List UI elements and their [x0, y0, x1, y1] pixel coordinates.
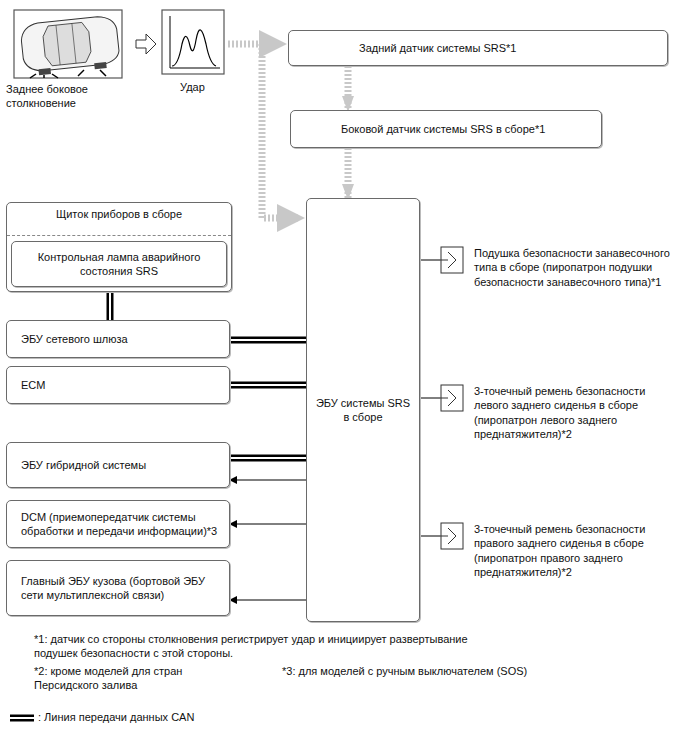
can-line-inner [109, 292, 111, 320]
squib-symbol [440, 384, 466, 412]
component-label: ЭБУ гибридной системы [21, 458, 221, 472]
component-label: Главный ЭБУ кузова (бортовой ЭБУ сети му… [21, 574, 221, 603]
signal-line [230, 524, 306, 525]
component-label: Щиток приборов в сборе [15, 207, 223, 221]
signal-line [420, 398, 440, 399]
connector-path [230, 480, 306, 481]
can-line-outer [230, 382, 306, 389]
connector-path [420, 260, 440, 261]
impact-signal-line [228, 44, 298, 218]
component-box: Боковой датчик системы SRS в сборе*1 [290, 110, 602, 148]
component-label: Задний датчик системы SRS*1 [359, 41, 659, 55]
can-bus-line [230, 340, 306, 341]
connector-path [230, 524, 306, 525]
signal-line [230, 480, 306, 481]
component-box: Щиток приборов в сбореКонтрольная лампа … [6, 202, 232, 292]
footnote: *1: датчик со стороны столкновения регис… [34, 632, 504, 661]
connector-path [420, 536, 440, 537]
component-box: ЭБУ системы SRS в сборе [306, 198, 420, 622]
component-label: ECM [21, 378, 221, 392]
component-box: ECM [6, 366, 230, 404]
can-line-outer [230, 455, 306, 462]
can-bus-line [110, 292, 111, 320]
dashed-separator [7, 235, 231, 236]
flow-arrow [136, 34, 156, 54]
component-label: DCM (приемопередатчик системы обработки … [21, 510, 221, 539]
squib-symbol [440, 522, 466, 550]
signal-line [230, 600, 306, 601]
can-line-outer [107, 292, 114, 320]
connector-path [345, 66, 352, 110]
component-box: Главный ЭБУ кузова (бортовой ЭБУ сети му… [6, 560, 230, 616]
squib-symbol [440, 246, 466, 274]
component-label: ЭБУ сетевого шлюза [21, 332, 221, 346]
can-line-inner [230, 457, 306, 459]
component-box: Задний датчик системы SRS*1 [288, 30, 668, 66]
illustration-caption: Заднее боковое столкновение [6, 82, 130, 111]
illustration-caption: Удар [180, 80, 240, 94]
impact-graph [162, 10, 224, 74]
component-box: Контрольная лампа аварийного состояния S… [11, 241, 227, 287]
can-bus-line [230, 458, 306, 459]
component-label: ЭБУ системы SRS в сборе [315, 396, 411, 425]
impact-signal-line [348, 148, 349, 198]
connector-path [230, 600, 306, 601]
collision-illustration [14, 10, 122, 78]
impact-signal-line [348, 66, 349, 110]
component-box: ЭБУ сетевого шлюза [6, 320, 230, 358]
can-line-sample [10, 713, 34, 723]
component-box: DCM (приемопередатчик системы обработки … [6, 500, 230, 548]
can-line-inner [230, 384, 306, 386]
component-box: ЭБУ гибридной системы [6, 442, 230, 488]
connector-path [420, 398, 440, 399]
component-label: Контрольная лампа аварийного состояния S… [20, 250, 218, 279]
component-label: Подушка безопасности занавесочного типа … [474, 246, 670, 289]
squib-component: Подушка безопасности занавесочного типа … [440, 246, 670, 289]
squib-component: 3-точечный ремень безопасности левого за… [440, 384, 670, 441]
signal-line [420, 260, 440, 261]
footnote: *2: кроме моделей для стран Персидского … [34, 664, 234, 693]
footnote: *3: для моделей с ручным выключателем (S… [282, 664, 582, 678]
connector-path [345, 148, 352, 198]
component-label: 3-точечный ремень безопасности правого з… [474, 522, 670, 579]
component-label: Боковой датчик системы SRS в сборе*1 [341, 122, 593, 136]
legend-text: : Линия передачи данных CAN [38, 710, 194, 724]
can-line-inner [230, 339, 306, 341]
squib-component: 3-точечный ремень безопасности правого з… [440, 522, 670, 579]
can-bus-line [230, 385, 306, 386]
can-line-outer [230, 337, 306, 344]
component-label: 3-точечный ремень безопасности левого за… [474, 384, 670, 441]
signal-line [420, 536, 440, 537]
